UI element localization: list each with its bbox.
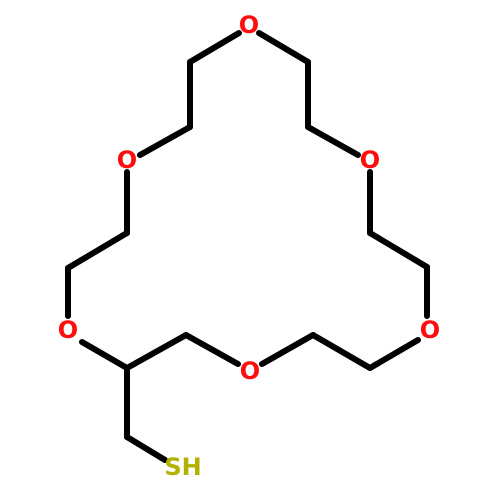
oxygen-atom-upper-right: O [360,146,380,174]
oxygen-atom-lower-right: O [420,316,440,344]
atoms: O O O O O O SH [58,11,440,481]
bond [367,337,421,371]
bond [183,332,241,367]
oxygen-atom-lower-left: O [58,316,78,344]
oxygen-atom-upper-left: O [117,146,137,174]
oxygen-atom-top: O [239,11,259,39]
bond [367,230,430,270]
bond [187,30,242,65]
thiol-group-label: SH [164,453,201,481]
bond [256,30,311,65]
bond [310,332,373,371]
bond [124,332,189,371]
oxygen-atom-bottom: O [240,357,260,385]
bond [79,339,130,371]
bonds [65,30,430,463]
bond [259,332,316,367]
bond [137,124,193,158]
bond [305,124,361,158]
bond [65,230,130,271]
bond [124,434,168,463]
